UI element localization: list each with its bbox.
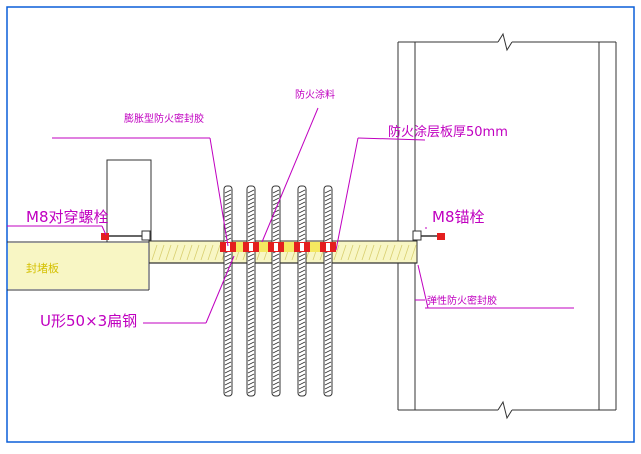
break-line-icon bbox=[497, 400, 513, 420]
coating-cable-gap bbox=[226, 243, 230, 251]
coating-cable-gap bbox=[326, 243, 330, 251]
label-fire-coating: 防火涂料 bbox=[295, 88, 335, 101]
left-wall-label: 封堵板 bbox=[26, 261, 59, 275]
coating-cable-gap bbox=[300, 243, 304, 251]
label-elastic-sealant: 弹性防火密封胶 bbox=[427, 294, 497, 307]
label-coating-thickness: 防火涂层板厚50mm bbox=[388, 124, 508, 140]
cable-group bbox=[223, 185, 333, 397]
cable bbox=[271, 185, 281, 397]
label-m8-anchor: M8锚栓 bbox=[432, 208, 485, 226]
cable bbox=[246, 185, 256, 397]
fire-coating-strip bbox=[220, 242, 336, 252]
break-line-icon bbox=[497, 32, 513, 52]
coating-cable-gap bbox=[249, 243, 253, 251]
left-wall-fill bbox=[8, 243, 148, 289]
cable bbox=[223, 185, 233, 397]
m8-anchor-bolt bbox=[412, 230, 445, 241]
blue-frame bbox=[6, 6, 635, 443]
coating-cable-gap bbox=[274, 243, 278, 251]
label-expansion-sealant: 膨胀型防火密封胶 bbox=[124, 112, 204, 125]
leader-lines bbox=[7, 107, 574, 324]
cable bbox=[323, 185, 333, 397]
label-m8-through-bolt: M8对穿螺栓 bbox=[26, 208, 109, 226]
label-u-steel: U形50×3扁钢 bbox=[40, 312, 137, 330]
m8-through-bolt bbox=[101, 230, 151, 241]
right-wall bbox=[397, 41, 617, 411]
cable bbox=[297, 185, 307, 397]
